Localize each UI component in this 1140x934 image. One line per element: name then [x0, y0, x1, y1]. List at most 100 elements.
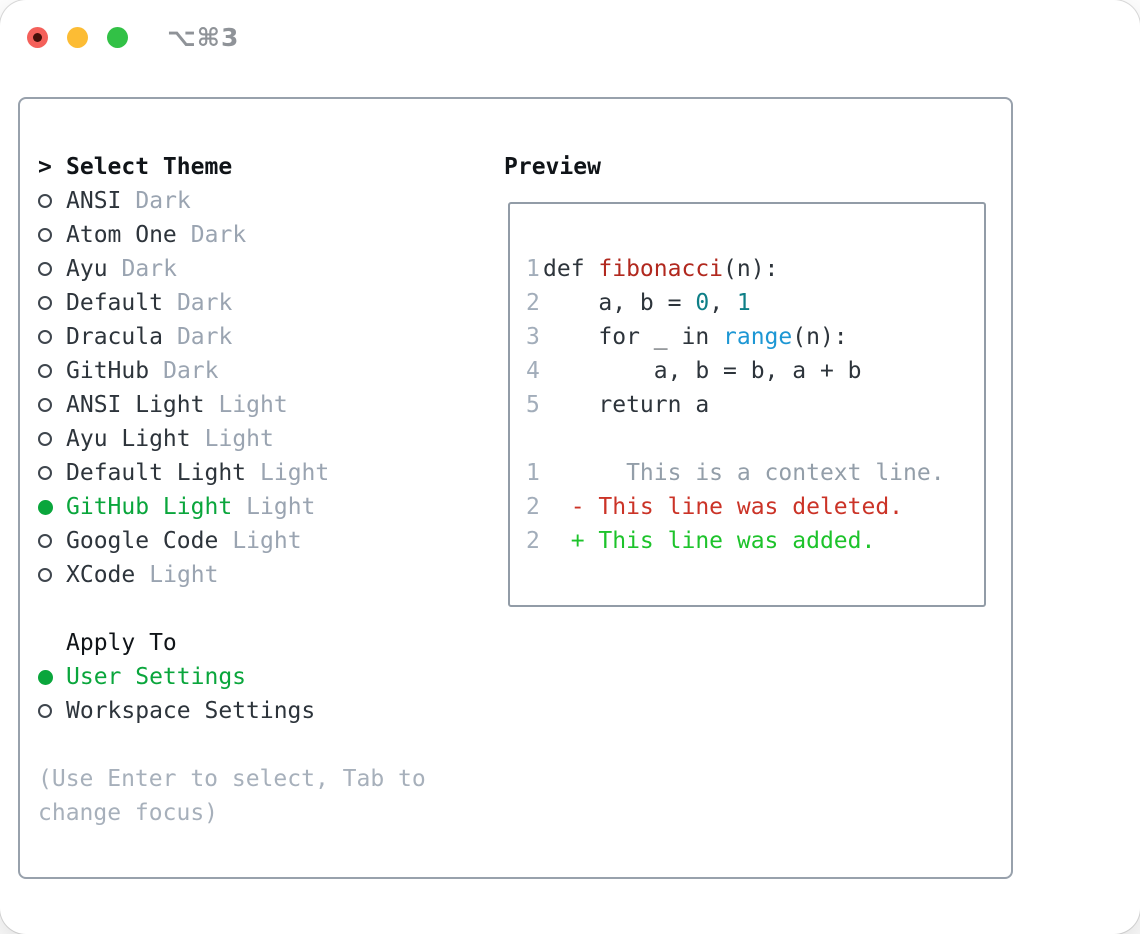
- option-variant-label: Light: [260, 460, 330, 486]
- radio-icon: [38, 262, 52, 276]
- preview-title: Preview: [504, 154, 601, 180]
- radio-icon: [38, 534, 52, 548]
- code-line: 3 for _ in range(n):: [526, 320, 984, 354]
- apply-to-option[interactable]: Workspace Settings: [38, 694, 440, 728]
- line-number: 1: [526, 256, 540, 282]
- radio-icon: [38, 398, 52, 412]
- blank-line: [526, 422, 984, 456]
- option-label: Ayu: [66, 256, 108, 282]
- option-variant-label: Light: [149, 562, 219, 588]
- code-text: a, b = 0, 1: [543, 290, 751, 316]
- diff-text: This is a context line.: [543, 460, 945, 486]
- radio-icon: [38, 568, 52, 582]
- apply-to-option[interactable]: User Settings: [38, 660, 440, 694]
- option-variant-label: Light: [232, 528, 302, 554]
- radio-icon: [38, 296, 52, 310]
- code-line: 4 a, b = b, a + b: [526, 354, 984, 388]
- option-label: Default Light: [66, 460, 247, 486]
- spacer: [38, 592, 440, 626]
- code-text: return a: [543, 392, 710, 418]
- radio-selected-icon: [38, 669, 53, 685]
- theme-option[interactable]: GitHub Light Light: [38, 490, 440, 524]
- diff-line: 2 - This line was deleted.: [526, 490, 984, 524]
- hint-text: (Use Enter to select, Tab to change focu…: [38, 766, 426, 826]
- option-label: Workspace Settings: [66, 698, 316, 724]
- option-label: Google Code: [66, 528, 219, 554]
- prompt-caret: >: [38, 154, 52, 180]
- theme-option[interactable]: Default Light Light: [38, 456, 440, 490]
- radio-icon: [38, 364, 52, 378]
- diff-line: 1 This is a context line.: [526, 456, 984, 490]
- theme-option[interactable]: GitHub Dark: [38, 354, 440, 388]
- option-label: GitHub Light: [66, 494, 233, 520]
- close-dot-icon: [33, 33, 42, 42]
- option-label: Atom One: [66, 222, 177, 248]
- option-label: Dracula: [66, 324, 163, 350]
- apply-to-header: Apply To: [38, 626, 440, 660]
- theme-option[interactable]: Ayu Dark: [38, 252, 440, 286]
- code-text: def fibonacci(n):: [543, 256, 779, 282]
- theme-option[interactable]: Default Dark: [38, 286, 440, 320]
- code-text: a, b = b, a + b: [543, 358, 862, 384]
- line-number: 2: [526, 494, 540, 520]
- apply-to-title: Apply To: [66, 630, 177, 656]
- select-theme-title: Select Theme: [66, 154, 233, 180]
- option-variant-label: Dark: [176, 324, 233, 350]
- option-variant-label: Dark: [190, 222, 247, 248]
- radio-selected-icon: [38, 499, 53, 515]
- option-variant-label: Dark: [176, 290, 233, 316]
- option-variant-label: Light: [246, 494, 316, 520]
- theme-option[interactable]: Atom One Dark: [38, 218, 440, 252]
- select-theme-header: > Select Theme: [38, 150, 440, 184]
- window-title: ⌥⌘3: [167, 23, 240, 52]
- radio-icon: [38, 330, 52, 344]
- code-text: for _ in range(n):: [543, 324, 848, 350]
- close-button[interactable]: [27, 27, 48, 48]
- line-number: 2: [526, 290, 540, 316]
- diff-block: 1 This is a context line.2 - This line w…: [526, 456, 984, 558]
- radio-icon: [38, 194, 52, 208]
- option-label: User Settings: [66, 664, 247, 690]
- code-line: 2 a, b = 0, 1: [526, 286, 984, 320]
- option-label: GitHub: [66, 358, 150, 384]
- radio-icon: [38, 704, 52, 718]
- theme-option[interactable]: ANSI Dark: [38, 184, 440, 218]
- option-variant-label: Dark: [121, 256, 177, 282]
- theme-option[interactable]: Dracula Dark: [38, 320, 440, 354]
- option-label: ANSI: [66, 188, 122, 214]
- spacer: [38, 728, 440, 762]
- option-variant-label: Dark: [163, 358, 219, 384]
- maximize-button[interactable]: [107, 27, 128, 48]
- titlebar: ⌥⌘3: [0, 0, 1140, 75]
- option-label: Ayu Light: [66, 426, 191, 452]
- diff-text: + This line was added.: [543, 528, 876, 554]
- line-number: 5: [526, 392, 540, 418]
- radio-icon: [38, 466, 52, 480]
- option-label: ANSI Light: [66, 392, 205, 418]
- option-variant-label: Light: [204, 426, 274, 452]
- theme-option[interactable]: ANSI Light Light: [38, 388, 440, 422]
- radio-icon: [38, 432, 52, 446]
- option-label: Default: [66, 290, 163, 316]
- line-number: 3: [526, 324, 540, 350]
- theme-option[interactable]: Ayu Light Light: [38, 422, 440, 456]
- line-number: 1: [526, 460, 540, 486]
- option-variant-label: Dark: [135, 188, 191, 214]
- theme-option[interactable]: Google Code Light: [38, 524, 440, 558]
- radio-icon: [38, 228, 52, 242]
- line-number: 2: [526, 528, 540, 554]
- line-number: 4: [526, 358, 540, 384]
- option-variant-label: Light: [218, 392, 288, 418]
- code-line: 5 return a: [526, 388, 984, 422]
- minimize-button[interactable]: [67, 27, 88, 48]
